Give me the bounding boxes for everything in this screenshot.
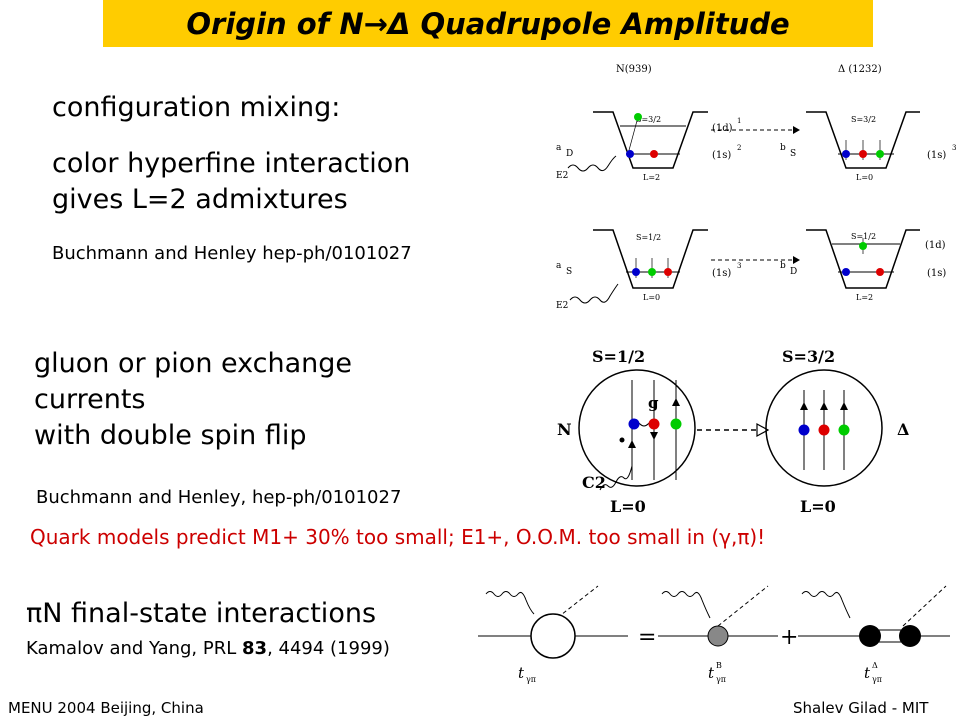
- title-bar: Origin of N→Δ Quadrupole Amplitude: [103, 0, 873, 47]
- nucleon-label: N: [557, 420, 572, 439]
- quark-model-statement: Quark models predict M1+ 30% too small; …: [30, 525, 766, 549]
- svg-text:3: 3: [952, 144, 956, 152]
- exchange-line3: with double spin flip: [34, 420, 307, 451]
- svg-text:3: 3: [737, 262, 741, 270]
- svg-text:t: t: [864, 664, 871, 682]
- svg-text:L=0: L=0: [643, 293, 660, 302]
- svg-text:(1s): (1s): [927, 268, 946, 279]
- svg-text:B: B: [716, 661, 722, 670]
- delta-label: Δ: [897, 420, 909, 439]
- nucleon-bag: [578, 369, 696, 487]
- panel-d-well: S=1/2 (1d) (1s) b D L=2: [780, 229, 946, 302]
- svg-text:Δ: Δ: [872, 661, 878, 670]
- svg-text:D: D: [566, 149, 573, 159]
- svg-text:t: t: [518, 664, 525, 682]
- exchange-line2: currents: [34, 384, 146, 415]
- svg-text:b: b: [780, 143, 786, 153]
- exchange-current-diagram: S=1/2 S=3/2 N Δ g C2 L=0 L=0: [557, 347, 909, 516]
- reference-2: Buchmann and Henley, hep-ph/0101027: [36, 487, 402, 508]
- left-L-label: L=0: [610, 497, 646, 516]
- svg-text:b: b: [780, 261, 786, 271]
- pin-fsi-heading: πN final-state interactions: [26, 598, 377, 629]
- svg-text:S: S: [566, 267, 572, 277]
- footer-right: Shalev Gilad - MIT: [793, 699, 929, 717]
- right-spin-label: S=3/2: [782, 347, 835, 366]
- delta1232-label: Δ (1232): [838, 64, 882, 75]
- svg-text:(1d): (1d): [925, 240, 946, 251]
- svg-text:+: +: [780, 625, 798, 650]
- delta-bag: [765, 369, 883, 487]
- svg-text:1: 1: [737, 117, 741, 125]
- panel-a-well: S=3/2 (1d) 1 (1s) 2 a D E2 L=2: [556, 111, 741, 182]
- svg-text:L=0: L=0: [856, 173, 873, 182]
- hyperfine-line1: color hyperfine interaction: [52, 148, 411, 179]
- left-spin-label: S=1/2: [592, 347, 645, 366]
- svg-text:(1s): (1s): [712, 268, 731, 279]
- exchange-line1: gluon or pion exchange: [34, 348, 353, 379]
- right-L-label: L=0: [800, 497, 836, 516]
- svg-text:γπ: γπ: [716, 675, 726, 684]
- svg-text:S=1/2: S=1/2: [851, 232, 876, 241]
- svg-text:γπ: γπ: [526, 675, 536, 684]
- config-mixing-diagram: N(939) Δ (1232) S=3/2 (1d) 1 (1s) 2 a D …: [556, 64, 956, 311]
- reference-3: Kamalov and Yang, PRL 83, 4494 (1999): [26, 638, 390, 659]
- svg-text:S=3/2: S=3/2: [636, 115, 661, 124]
- svg-text:E2: E2: [556, 171, 568, 181]
- svg-text:=: =: [638, 625, 656, 650]
- delta-vertex-right: [899, 625, 921, 647]
- fsi-feynman-diagram: t γπ = t B γπ + t Δ γπ: [478, 585, 950, 684]
- footer-left: MENU 2004 Beijing, China: [8, 699, 204, 717]
- svg-text:D: D: [790, 267, 797, 277]
- panel-c-well: S=1/2 (1s) 3 a S E2 L=0: [556, 229, 741, 311]
- n939-label: N(939): [616, 64, 652, 75]
- full-amplitude-blob: [530, 613, 576, 659]
- config-mixing-heading: configuration mixing:: [52, 92, 341, 123]
- photon-label: C2: [582, 473, 606, 492]
- svg-text:S: S: [790, 149, 796, 159]
- svg-text:t: t: [708, 664, 715, 682]
- svg-text:L=2: L=2: [643, 173, 660, 182]
- svg-text:a: a: [556, 261, 562, 271]
- born-vertex: [707, 625, 729, 647]
- svg-text:E2: E2: [556, 301, 568, 311]
- svg-text:(1s): (1s): [927, 150, 946, 161]
- reference-1: Buchmann and Henley hep-ph/0101027: [52, 243, 412, 264]
- svg-text:L=2: L=2: [856, 293, 873, 302]
- svg-text:(1s): (1s): [712, 150, 731, 161]
- svg-text:(1d): (1d): [712, 123, 733, 134]
- svg-text:a: a: [556, 143, 562, 153]
- svg-text:2: 2: [737, 144, 741, 152]
- slide-title: Origin of N→Δ Quadrupole Amplitude: [186, 6, 790, 41]
- svg-text:S=3/2: S=3/2: [851, 115, 876, 124]
- hyperfine-line2: gives L=2 admixtures: [52, 184, 348, 215]
- svg-text:S=1/2: S=1/2: [636, 233, 661, 242]
- panel-b-well: S=3/2 (1s) 3 b S L=0: [780, 111, 956, 182]
- delta-vertex-left: [859, 625, 881, 647]
- svg-text:γπ: γπ: [872, 675, 882, 684]
